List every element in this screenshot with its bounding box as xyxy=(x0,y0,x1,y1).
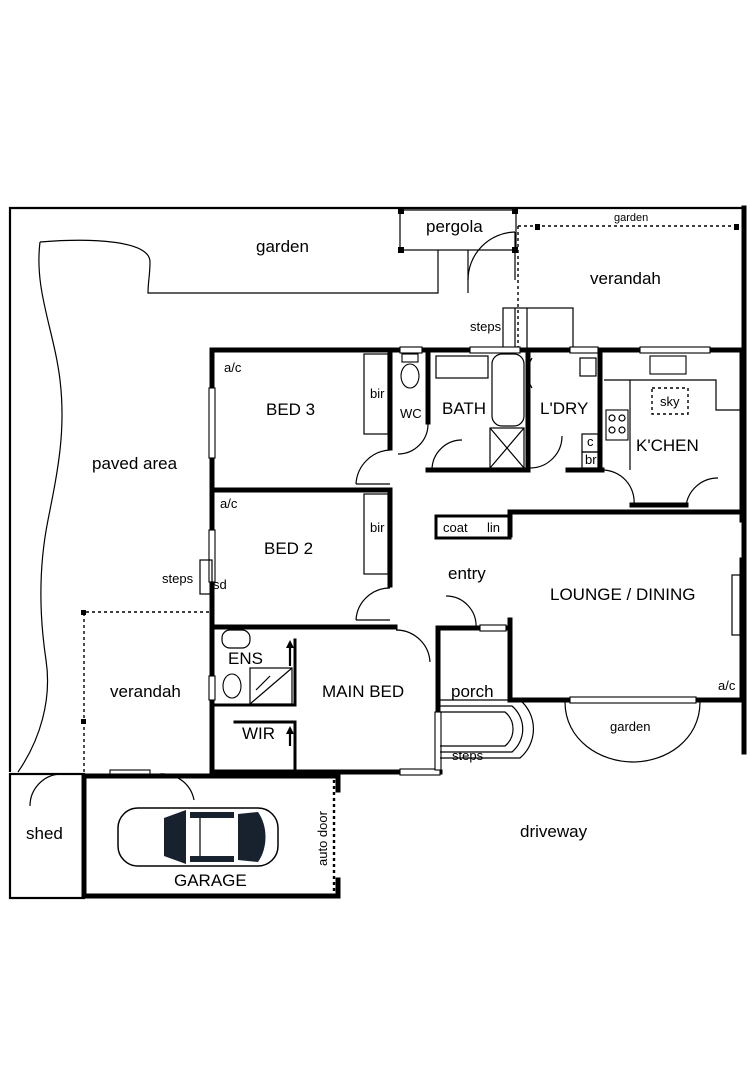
rear-steps xyxy=(502,307,574,351)
label-sd: sd xyxy=(213,577,227,592)
label-pergola: pergola xyxy=(426,217,483,236)
room-labels: garden pergola garden verandah steps a/c… xyxy=(26,212,736,890)
label-shed: shed xyxy=(26,824,63,843)
label-garage: GARAGE xyxy=(174,871,247,890)
label-lounge-dining: LOUNGE / DINING xyxy=(550,585,695,604)
fixtures xyxy=(221,353,741,746)
label-verandah-rear: verandah xyxy=(590,269,661,288)
label-garden-top: garden xyxy=(256,237,309,256)
label-lin: lin xyxy=(487,520,500,535)
label-br: br xyxy=(585,452,597,467)
label-wc: WC xyxy=(400,406,422,421)
side-verandah-outline xyxy=(81,610,210,772)
label-main-bed: MAIN BED xyxy=(322,682,404,701)
label-auto-door: auto door xyxy=(315,810,330,866)
label-bath: BATH xyxy=(442,399,486,418)
rear-garden-bed xyxy=(39,239,469,294)
label-garden-front: garden xyxy=(610,719,650,734)
label-ac-bed3: a/c xyxy=(224,360,242,375)
car-icon xyxy=(117,807,279,867)
label-bed2: BED 2 xyxy=(264,539,313,558)
label-ac-bed2: a/c xyxy=(220,496,238,511)
label-bir-bed2: bir xyxy=(370,520,385,535)
windows xyxy=(109,346,711,777)
label-laundry: L'DRY xyxy=(540,399,588,418)
label-paved-area: paved area xyxy=(92,454,178,473)
label-garden-right: garden xyxy=(614,212,648,224)
label-porch: porch xyxy=(451,682,494,701)
rear-verandah-outline xyxy=(467,224,739,350)
label-sky: sky xyxy=(660,394,680,409)
label-steps-rear: steps xyxy=(470,319,502,334)
label-entry: entry xyxy=(448,564,486,583)
label-ens: ENS xyxy=(228,649,263,668)
label-verandah-side: verandah xyxy=(110,682,181,701)
label-c: c xyxy=(587,434,594,449)
label-steps-side: steps xyxy=(162,571,194,586)
label-coat: coat xyxy=(443,520,468,535)
label-driveway: driveway xyxy=(520,822,588,841)
door-swings xyxy=(29,357,719,807)
paved-area-outline xyxy=(17,241,63,773)
front-garden-bed xyxy=(564,701,701,763)
shed-structure xyxy=(8,772,86,900)
label-ac-lounge: a/c xyxy=(718,678,736,693)
label-kitchen: K'CHEN xyxy=(636,436,699,455)
front-steps xyxy=(440,699,534,759)
label-steps-front: steps xyxy=(452,748,484,763)
label-bir-bed3: bir xyxy=(370,386,385,401)
label-bed3: BED 3 xyxy=(266,400,315,419)
label-wir: WIR xyxy=(242,724,275,743)
